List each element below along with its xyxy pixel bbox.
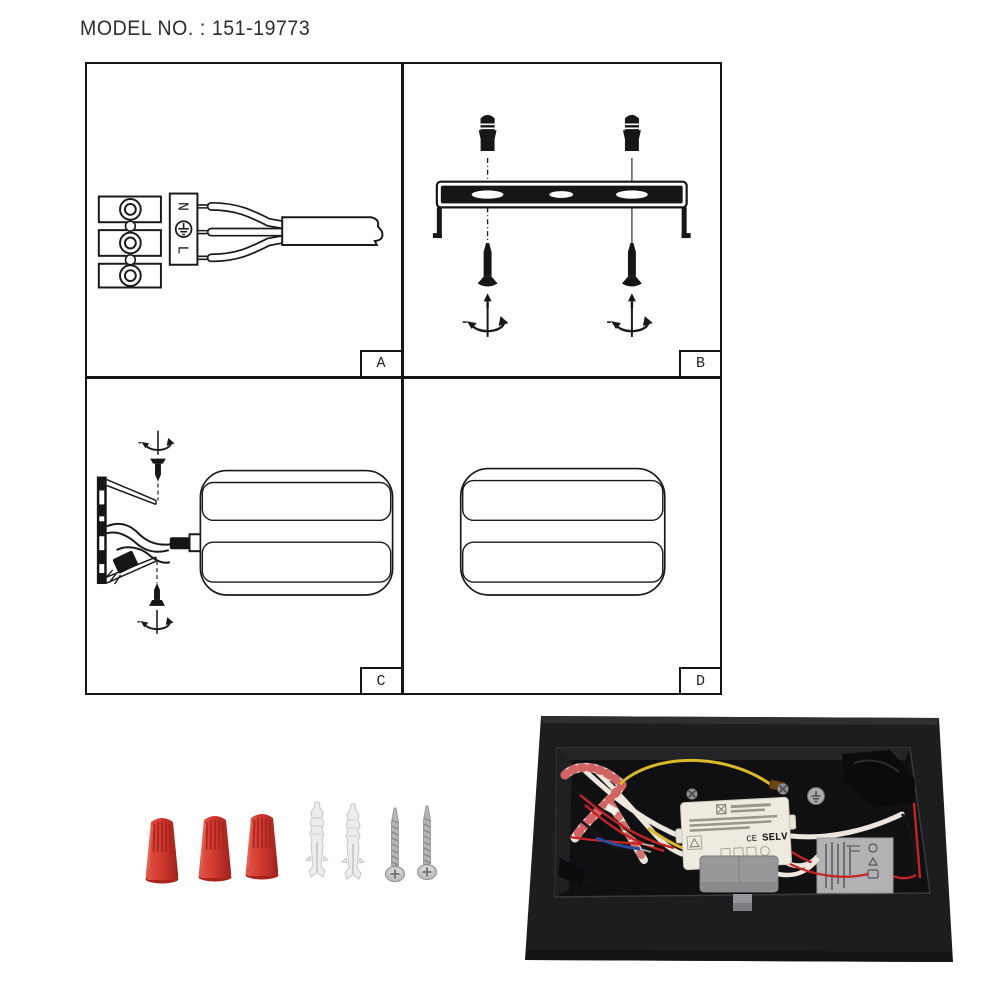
page-title: MODEL NO. : 151-19773 [80, 17, 311, 40]
fixture-outline [199, 469, 394, 596]
earth-symbol-icon [807, 787, 825, 805]
screw-icon [149, 582, 165, 606]
driver-selv-mark: SELV [762, 831, 788, 844]
panel-label-c: C [359, 667, 401, 693]
wire-nut-3 [244, 812, 280, 881]
panel-b-bracket: B [403, 64, 720, 379]
panel-label-b: B [679, 349, 720, 376]
mounting-bracket [432, 180, 691, 239]
mains-cable [281, 216, 384, 246]
installation-steps-grid: N L [85, 62, 722, 695]
accessories [144, 801, 438, 885]
mounting-diagram [96, 429, 394, 635]
finished-fixture-diagram [459, 467, 666, 596]
taped-wires [842, 750, 916, 807]
wiring-diagram: N L [97, 192, 384, 289]
cable-clamp [699, 855, 779, 893]
phillips-screw-icon [686, 783, 789, 800]
wires-to-cable [206, 201, 295, 263]
wall-plug-1 [305, 801, 329, 878]
mounting-tab [733, 894, 752, 911]
panel-c-mounting: C [87, 378, 404, 693]
panel-a-wiring: N L [87, 64, 404, 379]
fixture-rating-label [816, 837, 894, 894]
driver-ce-mark: CE [746, 834, 757, 845]
terminal-n-label: N [174, 202, 190, 211]
panel-d-finished: D [403, 378, 720, 693]
fixture-outline [459, 467, 666, 596]
connector-wires [106, 522, 171, 564]
product-photo: CE SELV [525, 716, 953, 962]
wall-plate-side [96, 476, 157, 584]
wire-nut-1 [144, 816, 180, 885]
plug-connector [112, 550, 138, 573]
panel-label-d: D [679, 667, 720, 693]
earth-symbol-icon [174, 220, 193, 238]
terminal-l-label: L [174, 245, 190, 254]
bracket-diagram [432, 114, 691, 339]
wall-plug-2 [341, 803, 365, 880]
wire-nut-2 [197, 814, 233, 883]
panel-label-a: A [359, 349, 401, 376]
screw-1 [384, 807, 406, 883]
led-driver: CE SELV [675, 796, 797, 871]
screw-2 [416, 805, 438, 881]
blue-wire [595, 836, 641, 851]
screw-icon [150, 458, 166, 482]
